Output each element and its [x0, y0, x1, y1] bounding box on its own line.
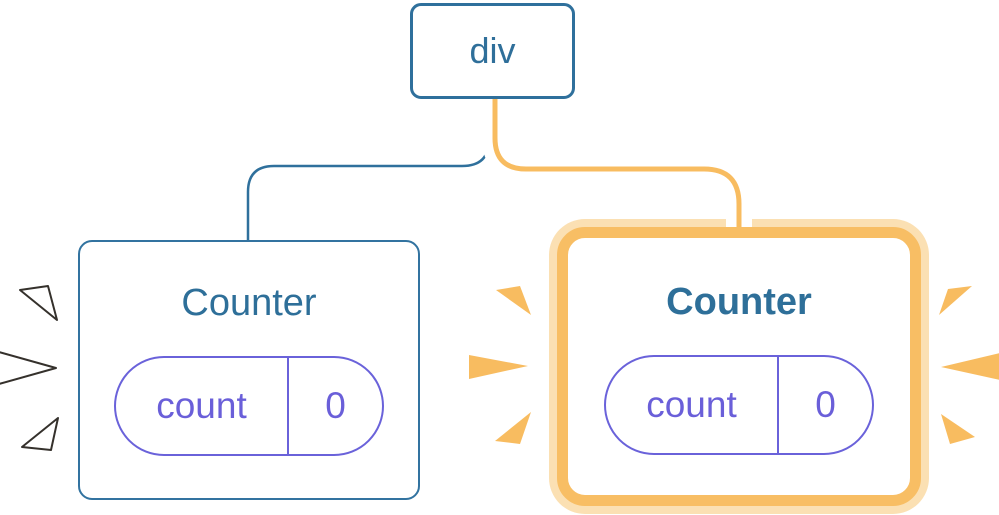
sparkle-icon — [939, 286, 972, 315]
edge-to-right-counter — [492, 98, 742, 227]
right-counter-right-sparkles — [939, 286, 999, 444]
state-value: 0 — [325, 385, 346, 426]
counter-card-right: Counter count 0 — [557, 227, 921, 506]
sparkle-icon — [496, 286, 531, 315]
state-pill-divider — [777, 357, 779, 453]
state-pill: count 0 — [114, 356, 384, 456]
state-pill-divider — [287, 358, 289, 454]
sparkle-icon — [19, 285, 58, 321]
sparkle-icon — [0, 351, 57, 385]
sparkle-icon — [495, 412, 531, 444]
counter-card-right-halo: Counter count 0 — [549, 219, 929, 514]
counter-title: Counter — [181, 282, 317, 324]
left-counter-sparkles — [0, 285, 59, 451]
sparkle-icon — [941, 353, 999, 380]
sparkle-icon — [469, 355, 528, 379]
right-counter-left-sparkles — [469, 286, 531, 444]
root-node-label: div — [469, 30, 516, 71]
state-key-label: count — [646, 384, 737, 425]
state-value: 0 — [815, 384, 836, 425]
root-node: div — [410, 3, 575, 99]
counter-card-left: Counter count 0 — [78, 240, 420, 500]
edge-to-left-counter — [246, 100, 491, 242]
sparkle-icon — [941, 414, 975, 444]
state-key-label: count — [156, 385, 247, 426]
state-pill: count 0 — [604, 355, 874, 455]
counter-title: Counter — [666, 281, 812, 323]
sparkle-icon — [21, 417, 59, 451]
edge-to-right-counter-casing — [482, 98, 752, 227]
